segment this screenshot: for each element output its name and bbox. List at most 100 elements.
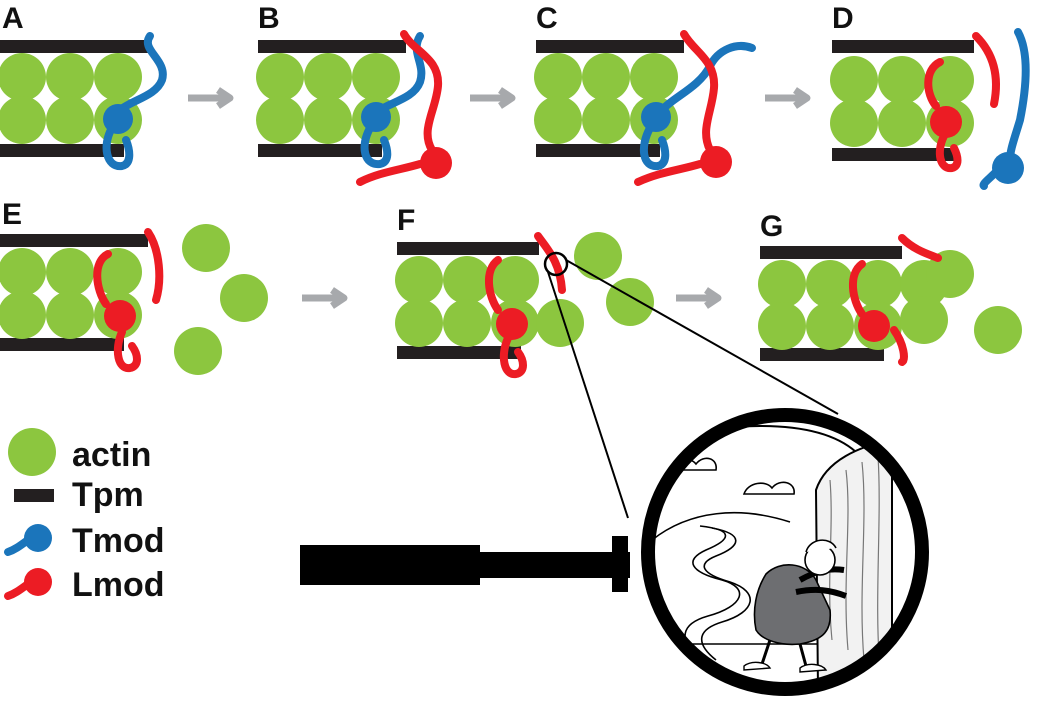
actin-filament [830,56,974,147]
actin-icon [8,428,56,476]
actin-monomer [304,96,352,144]
transition-arrow [188,87,234,109]
actin-monomer [854,260,902,308]
free-actin-monomer [574,232,622,280]
tpm-bar [832,40,974,53]
magnifier-neck [478,552,630,578]
free-actin-monomer [974,306,1022,354]
tpm-bar [258,40,406,53]
free-actin-monomer [182,224,230,272]
legend-item-tpm: Tpm [14,476,144,514]
actin-monomer [758,302,806,350]
actin-monomer [830,99,878,147]
actin-monomer [758,260,806,308]
lmod-molecule [93,228,164,372]
zoom-guide-line [547,271,629,519]
free-actin-monomer [606,278,654,326]
tpm-bar [0,144,124,157]
actin-monomer [395,299,443,347]
actin-monomer [46,53,94,101]
tpm-bar [0,40,148,53]
tmod-molecule [979,28,1030,190]
zoom-guide-line [565,259,839,415]
actin-monomer [94,53,142,101]
actin-monomer [534,96,582,144]
actin-monomer [491,256,539,304]
tpm-bar [0,338,124,351]
panel-g: G [758,210,1022,366]
legend-item-actin: actin [8,428,151,476]
panel-c: C [534,2,811,186]
actin-monomer [806,302,854,350]
actin-monomer [0,248,46,296]
legend-label-tpm: Tpm [72,476,144,514]
actin-monomer [46,248,94,296]
panel-label-g: G [760,210,783,243]
actin-filament [758,250,1022,354]
tpm-bar [0,234,148,247]
panel-label-f: F [397,204,415,237]
actin-monomer [0,53,46,101]
legend: actin Tpm Tmod Lmod [4,428,165,604]
lmod-molecule [924,32,1000,173]
tpm-bar [397,346,521,359]
actin-monomer [878,99,926,147]
actin-monomer [443,299,491,347]
transition-arrow [765,87,811,109]
zoom-focus-circle [543,251,569,277]
legend-label-actin: actin [72,436,151,474]
panel-f: F [395,204,722,378]
actin-monomer [806,260,854,308]
panel-label-b: B [258,2,280,35]
tpm-bar [536,144,660,157]
tpm-bar [536,40,684,53]
tpm-bar [760,348,884,361]
panel-label-a: A [2,2,24,35]
actin-monomer [830,56,878,104]
actin-monomer [534,53,582,101]
actin-monomer [352,53,400,101]
tpm-bar [258,144,382,157]
illustration-figure-pushing-door [648,415,922,689]
free-actin-monomer [174,327,222,375]
transition-arrow [676,287,722,309]
free-actin-monomer [220,274,268,322]
actin-monomer [0,291,46,339]
actin-monomer [46,291,94,339]
panel-label-d: D [832,2,854,35]
actin-monomer [395,256,443,304]
tpm-bar [397,242,539,255]
actin-monomer [900,296,948,344]
actin-monomer [256,53,304,101]
lmod-molecule [356,30,452,186]
actin-monomer [582,96,630,144]
panel-d: D [830,2,1030,190]
magnifier-lens [641,408,929,696]
tpm-icon [14,489,54,502]
panel-b: B [256,2,516,186]
lmod-molecule [849,234,942,366]
actin-monomer [46,96,94,144]
tmod-molecule [102,32,167,170]
lmod-molecule [485,232,566,378]
actin-monomer [304,53,352,101]
panel-a: A [0,2,234,170]
actin-monomer [630,53,678,101]
magnifying-glass-icon [300,259,929,696]
legend-item-tmod: Tmod [4,522,165,560]
actin-monomer [536,299,584,347]
transition-arrow [470,87,516,109]
legend-label-tmod: Tmod [72,522,165,560]
legend-item-lmod: Lmod [4,566,165,604]
transition-arrow [302,287,348,309]
panel-label-e: E [2,198,22,231]
actin-monomer [878,56,926,104]
legend-label-lmod: Lmod [72,566,165,604]
tpm-bar [760,246,902,259]
magnifier-handle [300,545,480,585]
actin-monomer [443,256,491,304]
tpm-bar [832,148,956,161]
actin-monomer [926,250,974,298]
panel-e: E [0,198,348,375]
